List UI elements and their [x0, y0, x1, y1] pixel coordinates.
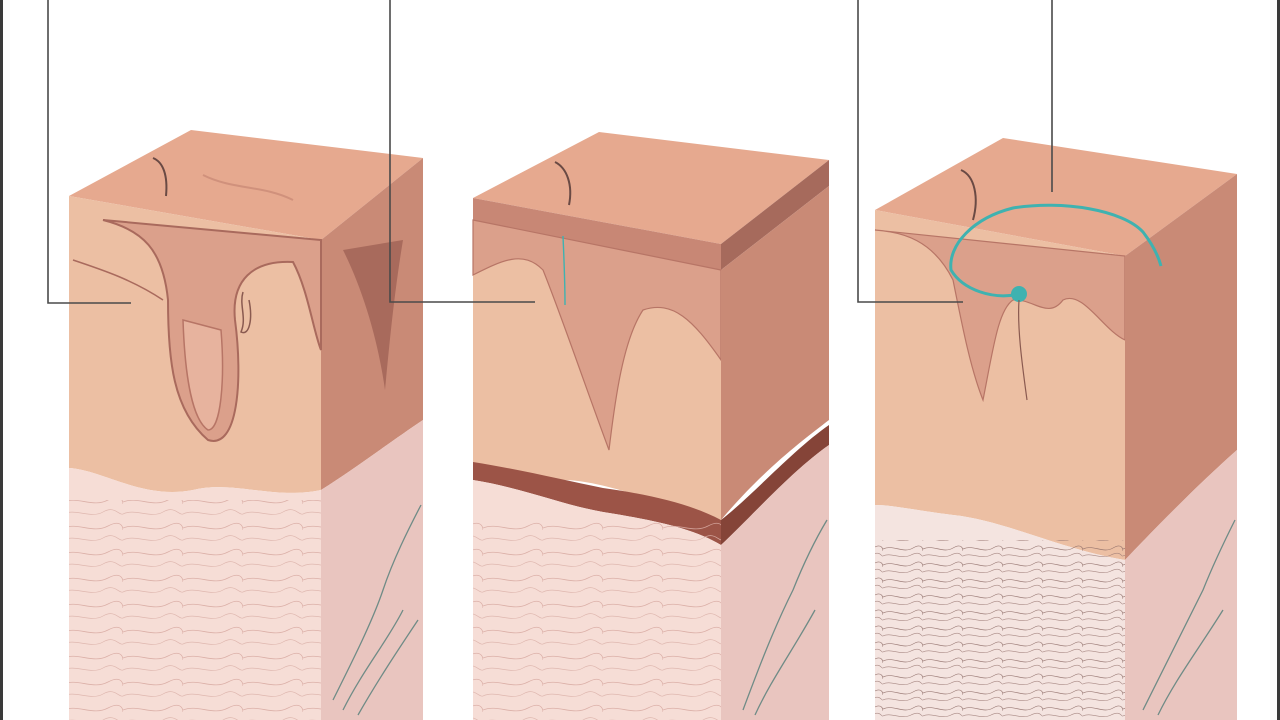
leader-line-2	[389, 0, 535, 303]
panel-2-top-wrinkle	[554, 161, 572, 206]
panel-1-top-crease	[202, 174, 294, 201]
panel-3-subcutis-fibers	[875, 540, 1125, 720]
panel-1-skin-block	[69, 130, 423, 720]
leader-line-3	[857, 0, 963, 303]
panel-1-vessels	[332, 504, 422, 716]
panel-2-skin-block	[472, 132, 829, 720]
panel-1-side-fold	[343, 240, 403, 390]
panel-3-suture	[949, 203, 1163, 298]
panel-3-subcutis-side	[1125, 450, 1237, 720]
skin-cross-section-diagram	[47, 0, 1237, 720]
panel-2-epidermis-band	[473, 198, 721, 270]
panel-2-boundary-band	[473, 462, 721, 545]
panel-3-suture-tail	[1018, 299, 1028, 401]
panel-1-top-wrinkle	[152, 157, 168, 197]
panel-2-side-dermis	[721, 186, 829, 520]
panel-1-top-face	[69, 130, 423, 240]
leader-line-1	[47, 0, 131, 304]
panel-3-skin-block	[874, 138, 1237, 720]
panel-1-subcutis-side	[321, 420, 423, 720]
leader-lines	[47, 0, 1053, 304]
panel-1-fold-inner	[182, 319, 224, 431]
panel-3-vessels	[1142, 519, 1236, 716]
panel-2-top-face	[473, 132, 829, 244]
panel-3-top-face	[875, 138, 1237, 256]
panel-2-subcutis-side	[721, 445, 829, 720]
panel-3-suture-knot	[1011, 286, 1027, 302]
panel-1-subcutis-fibers	[69, 500, 321, 720]
panel-3-papillae	[874, 229, 1126, 403]
panel-1-hair-follicle	[240, 291, 252, 334]
panel-2-papillae	[472, 219, 722, 451]
panel-3-side-dermis	[1125, 174, 1237, 560]
panel-2-subcutis-fibers	[473, 520, 721, 720]
panel-1-fold-edge	[72, 259, 164, 301]
panel-3-top-wrinkle	[960, 169, 977, 221]
panel-2-epidermis-band-side	[721, 160, 829, 270]
panel-2-boundary-band-side	[721, 425, 829, 545]
panel-2-teal-line	[562, 235, 566, 306]
panel-2-vessels	[742, 519, 828, 716]
